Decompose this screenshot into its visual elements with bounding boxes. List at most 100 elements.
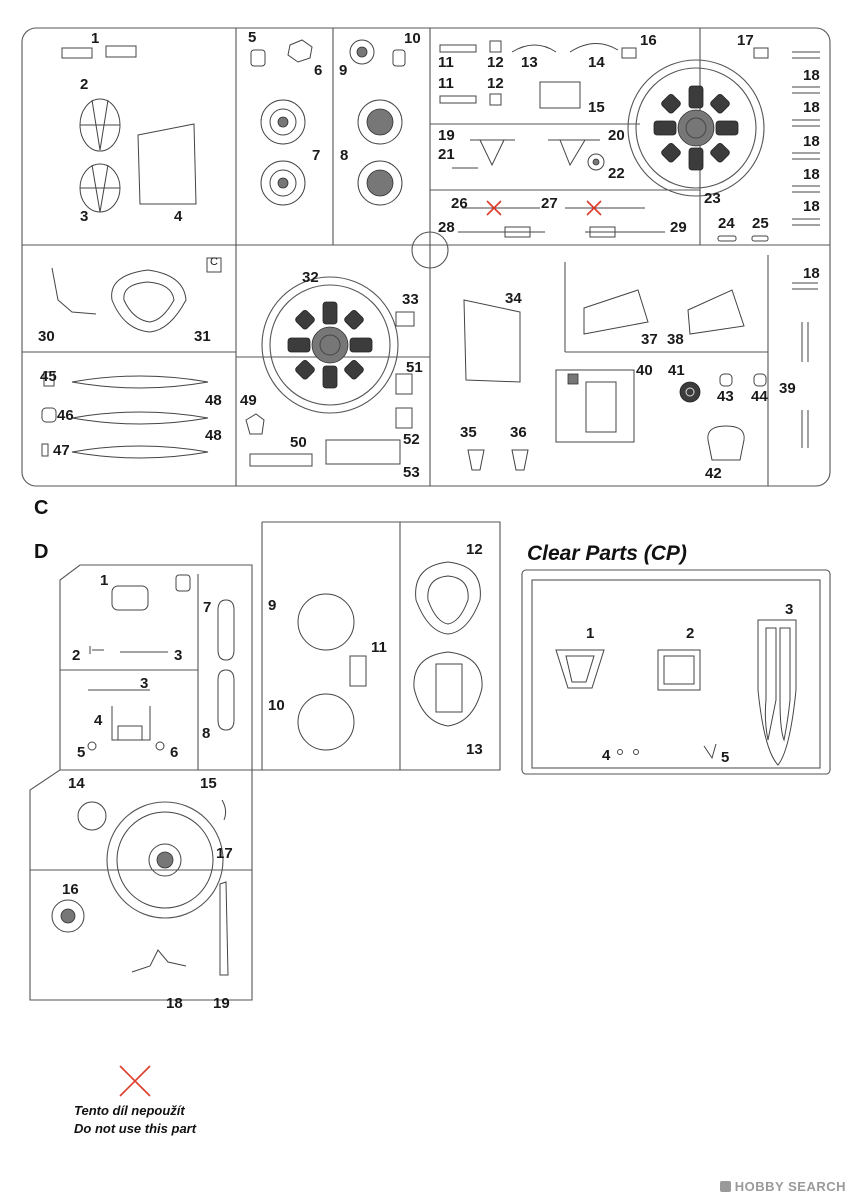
part-label: 21 <box>438 146 455 163</box>
hobby-search-logo-icon <box>719 1181 731 1192</box>
part-label: 16 <box>62 881 79 898</box>
part-label: 22 <box>608 165 625 182</box>
part-label: 2 <box>686 625 695 642</box>
part-label: 3 <box>80 208 89 225</box>
part-label: 8 <box>202 725 211 742</box>
part-label: 18 <box>803 198 820 215</box>
watermark: HOBBY SEARCH <box>719 1179 846 1194</box>
part-label: 12 <box>466 541 483 558</box>
part-label: 11 <box>438 54 454 71</box>
sprue-c-unused-marks <box>486 200 602 216</box>
part-label: 9 <box>339 62 348 79</box>
part-label: 37 <box>641 331 658 348</box>
part-label: 28 <box>438 219 455 236</box>
clear-parts <box>555 619 797 766</box>
part-label: 7 <box>312 147 321 164</box>
part-label: 26 <box>451 195 468 212</box>
part-label: 10 <box>404 30 421 47</box>
part-label: 16 <box>640 32 657 49</box>
sprue-c-parts <box>41 39 820 471</box>
part-label: 38 <box>667 331 684 348</box>
legend-text: Tento díl nepoužít Do not use this part <box>74 1102 196 1138</box>
part-label: 5 <box>248 29 257 46</box>
part-label: 45 <box>40 368 57 385</box>
part-label: 27 <box>541 195 558 212</box>
part-label: 1 <box>91 30 100 47</box>
part-label: 17 <box>216 845 233 862</box>
part-label: 18 <box>803 99 820 116</box>
part-label: 3 <box>785 601 794 618</box>
part-label: 31 <box>194 328 211 345</box>
sprue-d-frame <box>29 521 501 1001</box>
part-label: 24 <box>718 215 735 232</box>
part-label: 43 <box>717 388 734 405</box>
part-label: 47 <box>53 442 70 459</box>
part-label: 23 <box>704 190 721 207</box>
part-label: 32 <box>302 269 319 286</box>
part-label: 30 <box>38 328 55 345</box>
part-label: 15 <box>200 775 217 792</box>
part-label: 18 <box>803 133 820 150</box>
part-label: 17 <box>737 32 754 49</box>
part-label: 33 <box>402 291 419 308</box>
legend-red-cross-icon <box>119 1065 151 1097</box>
part-label: 18 <box>166 995 183 1012</box>
part-label: 2 <box>80 76 89 93</box>
part-label: 49 <box>240 392 257 409</box>
part-label: 18 <box>803 166 820 183</box>
part-label: 46 <box>57 407 74 424</box>
watermark-text: HOBBY SEARCH <box>734 1179 846 1194</box>
part-label: 1 <box>586 625 595 642</box>
part-label: 34 <box>505 290 522 307</box>
part-label: 11 <box>438 75 454 92</box>
sprue-c-letter: C <box>34 497 49 519</box>
part-label: 50 <box>290 434 307 451</box>
clear-parts-frame <box>521 569 831 775</box>
part-label: 6 <box>170 744 179 761</box>
part-label: 3 <box>174 647 183 664</box>
part-label: 25 <box>752 215 769 232</box>
part-label: 19 <box>438 127 455 144</box>
clear-parts-title: Clear Parts (CP) <box>527 542 687 565</box>
part-label: 6 <box>314 62 323 79</box>
sprue-c-frame <box>21 27 831 487</box>
part-label: 2 <box>72 647 81 664</box>
part-label: 14 <box>588 54 605 71</box>
part-label: 13 <box>466 741 483 758</box>
legend-line-czech: Tento díl nepoužít <box>74 1103 185 1118</box>
part-label: 48 <box>205 392 222 409</box>
part-label: 9 <box>268 597 277 614</box>
sprue-d-letter: D <box>34 541 49 563</box>
part-label: 40 <box>636 362 653 379</box>
part-label: 20 <box>608 127 625 144</box>
part-label: 53 <box>403 464 420 481</box>
part-label: 14 <box>68 775 85 792</box>
part-label: 4 <box>602 747 611 764</box>
part-label: 19 <box>213 995 230 1012</box>
part-label: 18 <box>803 67 820 84</box>
sprue-d-parts <box>51 561 483 976</box>
part-label: 41 <box>668 362 685 379</box>
part-label: 5 <box>721 749 730 766</box>
part-label: 36 <box>510 424 527 441</box>
part-label: 29 <box>670 219 687 236</box>
part-label: 18 <box>803 265 820 282</box>
part-label: 4 <box>174 208 183 225</box>
part-label: 5 <box>77 744 86 761</box>
sprue-c-inner-tab: C <box>210 256 218 268</box>
part-label: 3 <box>140 675 149 692</box>
part-label: 11 <box>371 639 387 656</box>
part-label: 15 <box>588 99 605 116</box>
part-label: 8 <box>340 147 349 164</box>
part-label: 12 <box>487 54 504 71</box>
part-label: 52 <box>403 431 420 448</box>
legend-line-english: Do not use this part <box>74 1121 197 1137</box>
part-label: 4 <box>94 712 103 729</box>
part-label: 10 <box>268 697 285 714</box>
part-label: 39 <box>779 380 796 397</box>
part-label: 44 <box>751 388 768 405</box>
part-label: 12 <box>487 75 504 92</box>
part-label: 48 <box>205 427 222 444</box>
part-label: 7 <box>203 599 212 616</box>
part-label: 42 <box>705 465 722 482</box>
